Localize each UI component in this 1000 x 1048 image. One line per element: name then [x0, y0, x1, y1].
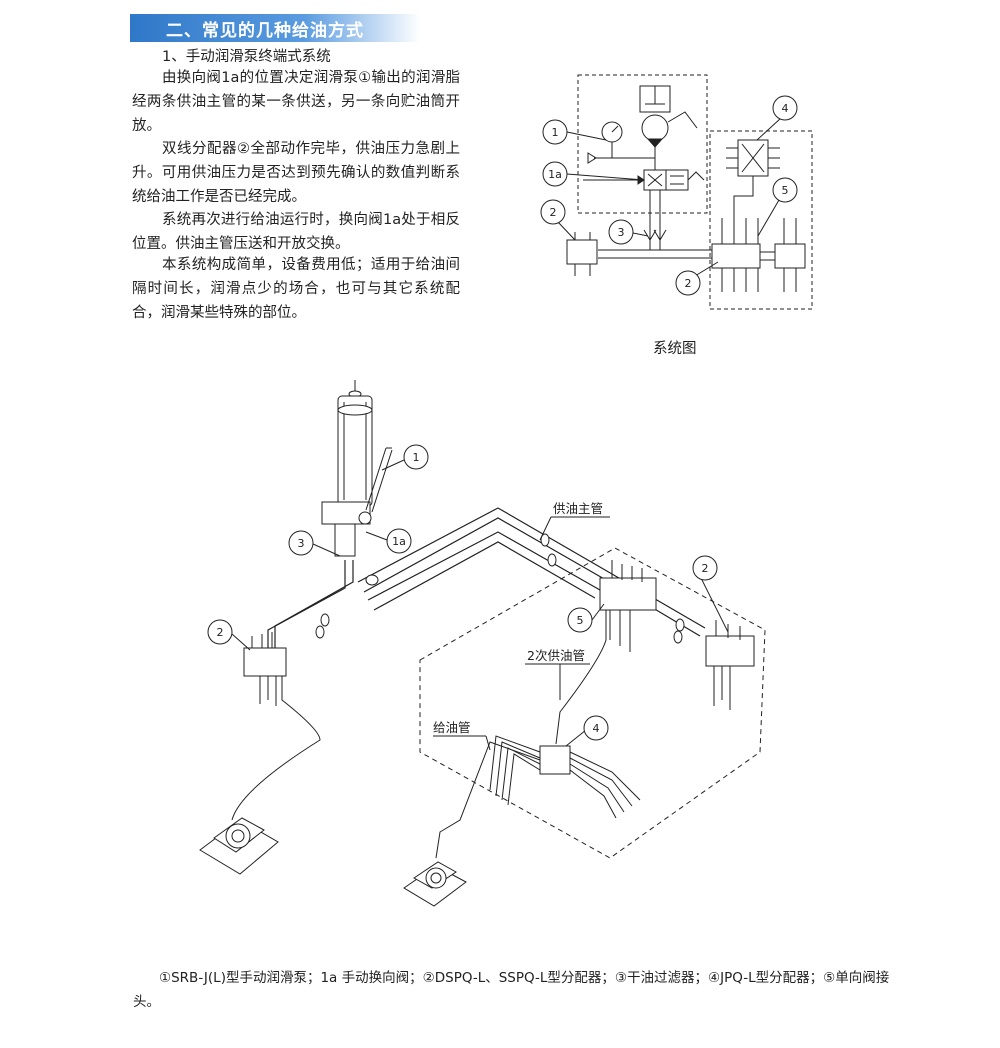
- iso-callout-2b: 2: [702, 562, 709, 575]
- section-title: 二、常见的几种给油方式: [166, 21, 364, 41]
- paragraph-4: 本系统构成简单，设备费用低；适用于给油间隔时间长，润滑点少的场合，也可与其它系统…: [132, 257, 460, 321]
- schematic-caption: 系统图: [653, 341, 697, 357]
- iso-callout-1a: 1a: [392, 535, 406, 548]
- schematic-callout-3: 3: [618, 226, 625, 239]
- iso-callout-1: 1: [413, 451, 420, 464]
- bearing-left: [199, 817, 279, 875]
- left-distributor-symbol: [566, 239, 598, 265]
- legend-text: ①SRB-J(L)型手动润滑泵；1a 手动换向阀；②DSPQ-L、SSPQ-L型…: [133, 970, 890, 1010]
- hand-pump-drawing: [321, 380, 393, 557]
- left-distributor-drawing: [231, 632, 321, 821]
- bearing-right: [403, 861, 467, 907]
- pump-unit-boundary: [577, 74, 708, 214]
- section-title-bar: [130, 14, 420, 42]
- paragraph-3: 系统再次进行给油运行时，换向阀1a处于相反位置。供油主管压送和开放交换。: [132, 212, 460, 252]
- subheading: 1、手动润滑泵终端式系统: [162, 49, 331, 65]
- schematic-callout-1: 1: [552, 126, 559, 139]
- label-main-pipe: 供油主管: [553, 501, 603, 516]
- distributor-boundary: [709, 130, 813, 310]
- schematic-callout-5: 5: [782, 184, 789, 197]
- center-distributor-drawing: [555, 560, 657, 745]
- boundary-hexagon: [419, 547, 766, 859]
- paragraph-2: 双线分配器②全部动作完毕，供油压力急剧上升。可用供油压力是否达到预先确认的数值判…: [132, 141, 460, 205]
- schematic-callout-2: 2: [550, 206, 557, 219]
- schematic-callout-1a: 1a: [548, 168, 562, 181]
- iso-callout-5: 5: [577, 614, 584, 627]
- iso-callout-3: 3: [298, 537, 305, 550]
- schematic-callout-4: 4: [782, 102, 789, 115]
- jpq-distributor-drawing: [435, 735, 641, 859]
- iso-callout-4: 4: [593, 722, 600, 735]
- iso-callout-2: 2: [217, 626, 224, 639]
- paragraph-1: 由换向阀1a的位置决定润滑泵①输出的润滑脂经两条供油主管的某一条供送，另一条向贮…: [132, 70, 460, 134]
- schematic-callout-2b: 2: [685, 277, 692, 290]
- right-distributor-symbol: [711, 243, 761, 269]
- label-feed-pipe: 给油管: [433, 720, 471, 735]
- label-secondary-pipe: 2次供油管: [527, 648, 585, 663]
- right-distributor-drawing: [705, 620, 755, 710]
